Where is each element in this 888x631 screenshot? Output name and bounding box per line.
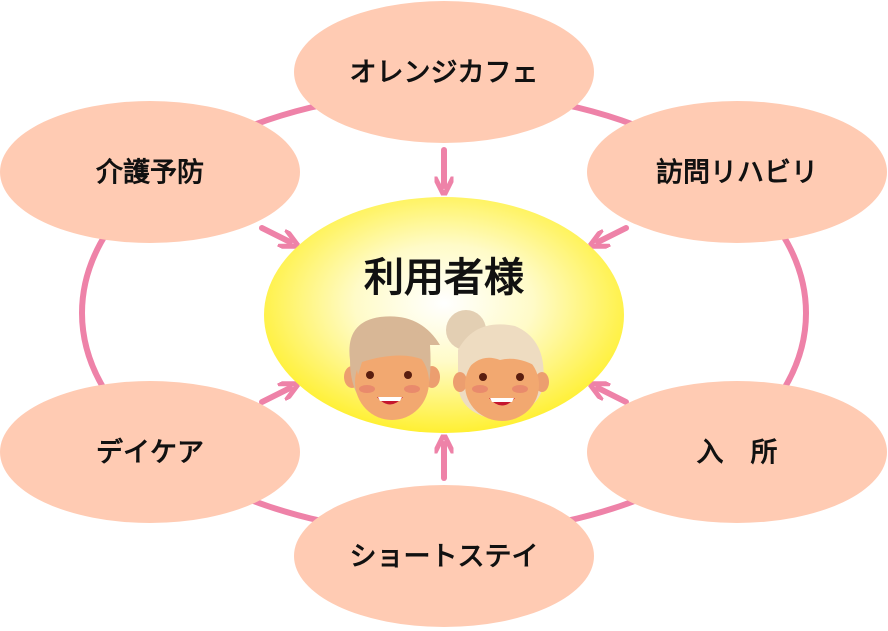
arrow-icon	[259, 225, 290, 242]
elderly-woman-icon	[446, 310, 549, 421]
service-label: 入 所	[697, 438, 778, 469]
service-home-rehab: 訪問リハビリ	[587, 101, 887, 243]
center-user: 利用者様	[264, 197, 624, 433]
service-label: ショートステイ	[350, 542, 539, 573]
center-title: 利用者様	[364, 255, 525, 301]
service-care-prevention: 介護予防	[0, 101, 300, 243]
service-short-stay: ショートステイ	[294, 485, 594, 627]
service-label: 介護予防	[95, 157, 204, 189]
service-label: オレンジカフェ	[350, 58, 539, 89]
service-admission: 入 所	[587, 381, 887, 523]
service-orange-cafe: オレンジカフェ	[294, 1, 594, 143]
service-label: デイケア	[96, 437, 204, 469]
elderly-man-icon	[344, 316, 440, 420]
service-label: 訪問リハビリ	[656, 157, 818, 189]
arrow-icon	[598, 388, 629, 405]
arrow-icon	[259, 388, 290, 405]
service-day-care: デイケア	[0, 381, 300, 523]
arrow-icon	[598, 225, 629, 242]
